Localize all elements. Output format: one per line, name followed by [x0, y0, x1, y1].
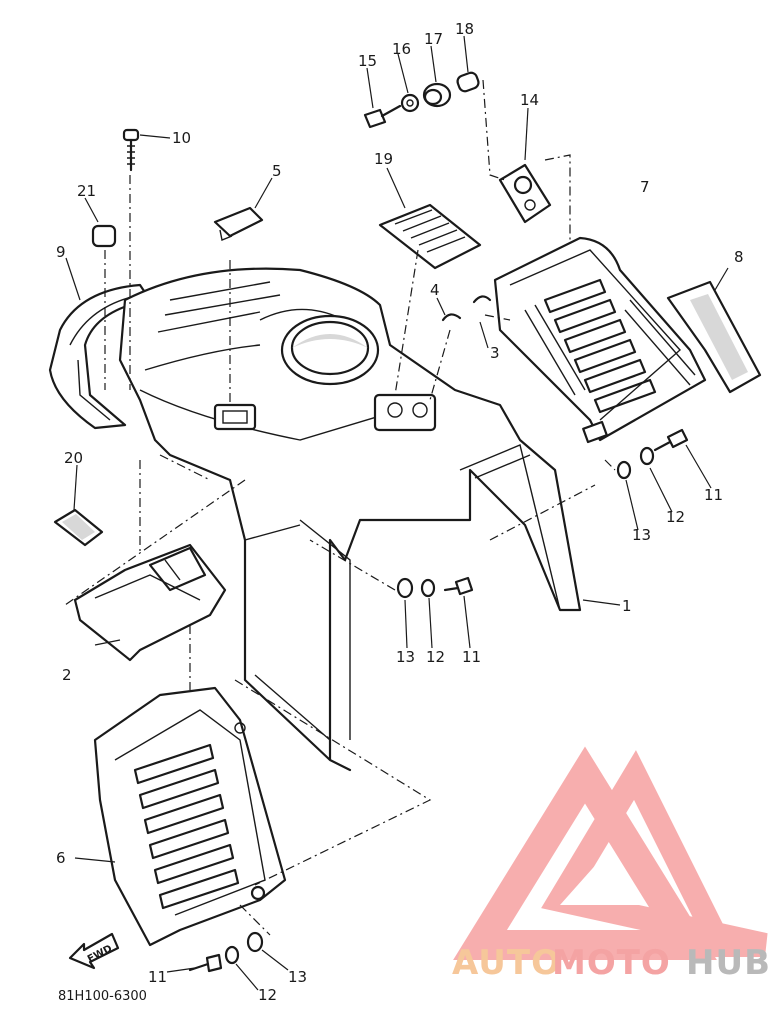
- callout-17: 17: [424, 30, 443, 48]
- callout-3: 3: [490, 344, 500, 362]
- watermark-logo: [453, 746, 768, 960]
- vent-slats-6: [133, 743, 240, 910]
- callout-7: 7: [640, 178, 650, 196]
- fastener-stack-15-18: [363, 71, 480, 129]
- part-1-main-cowl: [118, 267, 582, 772]
- part-5-clip: [213, 206, 264, 241]
- part-14-latch: [498, 163, 552, 224]
- callout-12c: 12: [258, 986, 277, 1004]
- callout-16: 16: [392, 40, 411, 58]
- watermark-text: AUTO MOTO HUB: [452, 943, 771, 983]
- part-3-clip: [472, 295, 492, 304]
- callout-13c: 13: [288, 968, 307, 986]
- part-19-grille-plate: [378, 203, 482, 270]
- callout-4: 4: [430, 281, 440, 299]
- callout-6: 6: [56, 849, 66, 867]
- part-6-left-vent-panel: [93, 686, 287, 947]
- part-4-clip: [441, 313, 462, 322]
- hardware-set-right: [616, 428, 689, 480]
- callout-5: 5: [272, 162, 282, 180]
- part-10-bolt: [122, 128, 140, 172]
- callout-21: 21: [77, 182, 96, 200]
- part-7-right-vent-panel: [493, 236, 707, 444]
- part-8-pad: [666, 280, 762, 394]
- callout-11b: 11: [462, 648, 481, 666]
- callout-10: 10: [172, 129, 191, 147]
- callout-9: 9: [56, 243, 66, 261]
- part-2-bracket: [73, 543, 227, 662]
- callout-15: 15: [358, 52, 377, 70]
- callout-11c: 11: [148, 968, 167, 986]
- watermark-brand-auto: AUTO: [452, 943, 561, 983]
- assembly-lines: [64, 79, 616, 936]
- watermark-brand-moto: MOTO: [552, 943, 671, 983]
- callout-2: 2: [62, 666, 72, 684]
- callout-12a: 12: [666, 508, 685, 526]
- callout-14: 14: [520, 91, 539, 109]
- fwd-direction-arrow: FWD: [68, 932, 120, 970]
- drawing-part-code: 81H100-6300: [58, 989, 147, 1004]
- callout-labels: 1 2 3 4 5 6 7 8 9 10 11 11 11 12 12 12 1…: [56, 20, 744, 1004]
- callout-13b: 13: [396, 648, 415, 666]
- callout-8: 8: [734, 248, 744, 266]
- callout-19: 19: [374, 150, 393, 168]
- leader-lines: [65, 35, 729, 991]
- callout-20: 20: [64, 449, 83, 467]
- watermark-brand-hub: HUB: [686, 943, 771, 983]
- part-20-wedge: [53, 508, 104, 547]
- callout-12b: 12: [426, 648, 445, 666]
- hardware-set-middle: [396, 576, 474, 599]
- callout-11a: 11: [704, 486, 723, 504]
- hardware-set-bottom: [188, 931, 264, 973]
- callout-1: 1: [622, 597, 632, 615]
- callout-13a: 13: [632, 526, 651, 544]
- callout-18: 18: [455, 20, 474, 38]
- vent-slats-7: [543, 278, 657, 414]
- part-21-cap: [91, 224, 117, 248]
